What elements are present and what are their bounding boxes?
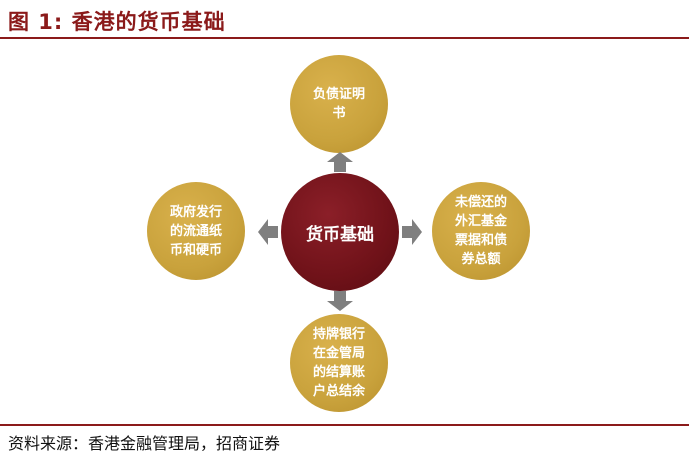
node-left-label: 政府发行的流通纸币和硬币 (169, 204, 222, 258)
arrow-down-icon (327, 291, 353, 311)
figure-title: 图 1: 香港的货币基础 (8, 10, 226, 34)
node-aggregate-balance: 持牌银行在金管局的结算账户总结余 (290, 314, 388, 412)
figure-header: 图 1: 香港的货币基础 (0, 0, 689, 40)
arrow-up-icon (327, 152, 353, 172)
arrow-left-icon (258, 219, 278, 245)
monetary-base-diagram: 负债证明书 政府发行的流通纸币和硬币 未偿还的外汇基金票据和债券总额 持牌银行在… (0, 40, 689, 420)
node-bottom-label: 持牌银行在金管局的结算账户总结余 (312, 327, 365, 399)
source-note: 资料来源：香港金融管理局，招商证券 (8, 434, 281, 453)
node-right-label: 未偿还的外汇基金票据和债券总额 (454, 195, 507, 267)
node-notes-and-coins: 政府发行的流通纸币和硬币 (147, 182, 245, 280)
footer-divider (0, 424, 689, 426)
center-monetary-base: 货币基础 (281, 173, 399, 291)
node-top-label: 负债证明书 (312, 87, 365, 121)
node-certificates-of-indebtedness: 负债证明书 (290, 55, 388, 153)
node-exchange-fund-bills-notes: 未偿还的外汇基金票据和债券总额 (432, 182, 530, 280)
header-divider (0, 37, 689, 39)
arrow-right-icon (402, 219, 422, 245)
center-label: 货币基础 (306, 224, 374, 245)
